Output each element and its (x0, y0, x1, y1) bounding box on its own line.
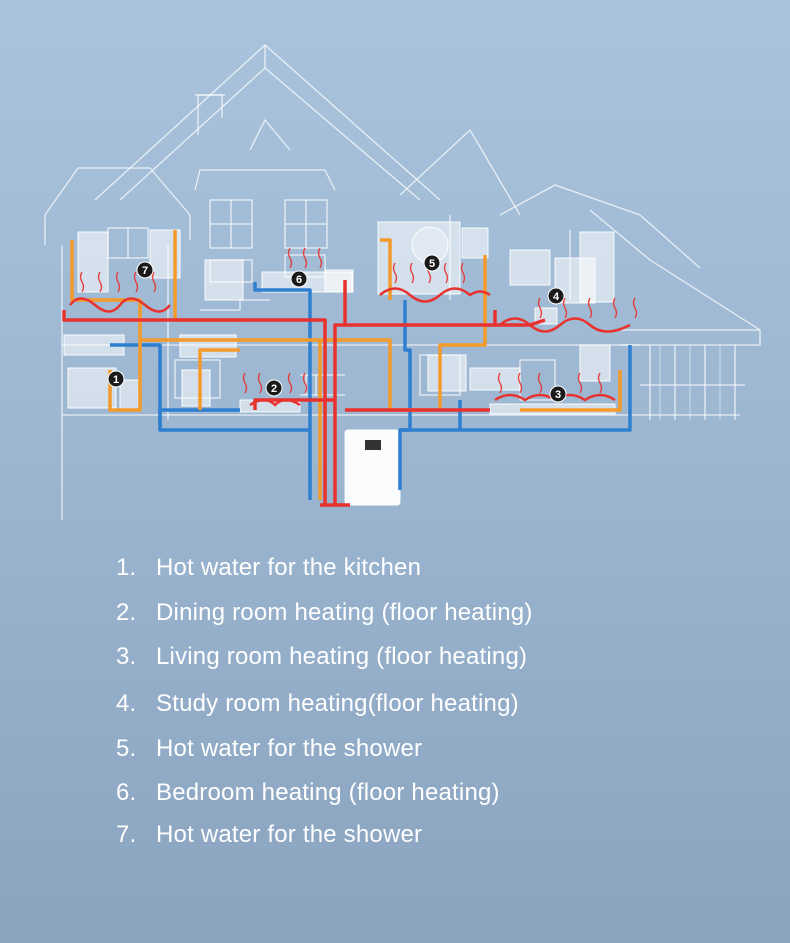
heat-waves (79, 247, 638, 394)
marker-3: 3 (549, 385, 567, 403)
legend-item-number: 4. (116, 690, 137, 717)
legend-item-text: Study room heating(floor heating) (156, 690, 519, 717)
legend-item-7: 7. Hot water for the shower (116, 821, 422, 849)
house-heating-diagram: 1 2 3 4 5 6 7 (62, 230, 638, 507)
floor-heating-coils (69, 287, 631, 407)
marker-2: 2 (265, 379, 283, 397)
marker-7: 7 (136, 261, 154, 279)
marker-5-label: 5 (429, 258, 435, 270)
legend-item-number: 6. (116, 779, 137, 806)
cold-water-pipes (110, 282, 632, 500)
marker-4-label: 4 (553, 291, 560, 303)
legend-item-text: Dining room heating (floor heating) (156, 599, 533, 626)
legend-item-text: Living room heating (floor heating) (156, 643, 528, 670)
legend-item-3: 3. Living room heating (floor heating) (116, 643, 527, 671)
legend-item-text: Bedroom heating (floor heating) (156, 779, 500, 806)
marker-1-label: 1 (113, 374, 119, 386)
shower-cabinet-left (77, 231, 109, 293)
marker-5: 5 (423, 254, 441, 272)
legend-item-text: Hot water for the shower (156, 821, 423, 848)
legend-item-1: 1. Hot water for the kitchen (116, 554, 421, 582)
legend-item-number: 7. (116, 821, 137, 848)
legend-item-2: 2. Dining room heating (floor heating) (116, 599, 533, 627)
legend-item-number: 2. (116, 599, 137, 626)
study-shelf (509, 249, 551, 286)
kitchen-counter (67, 367, 117, 409)
marker-3-label: 3 (555, 389, 561, 401)
marker-1: 1 (107, 370, 125, 388)
marker-2-label: 2 (271, 383, 277, 395)
legend-item-number: 1. (116, 554, 137, 581)
legend-item-text: Hot water for the shower (156, 735, 423, 762)
legend-item-6: 6. Bedroom heating (floor heating) (116, 779, 500, 807)
legend-item-5: 5. Hot water for the shower (116, 735, 422, 763)
legend-item-number: 5. (116, 735, 137, 762)
sofa (427, 354, 467, 392)
marker-6-label: 6 (296, 274, 302, 286)
marker-6: 6 (290, 270, 308, 288)
hot-water-pipes (62, 280, 546, 507)
boiler-display (365, 440, 381, 450)
marker-4: 4 (547, 287, 565, 305)
legend-item-number: 3. (116, 643, 137, 670)
legend-item-text: Hot water for the kitchen (156, 554, 422, 581)
legend-item-4: 4. Study room heating(floor heating) (116, 690, 519, 718)
marker-7-label: 7 (142, 265, 148, 277)
